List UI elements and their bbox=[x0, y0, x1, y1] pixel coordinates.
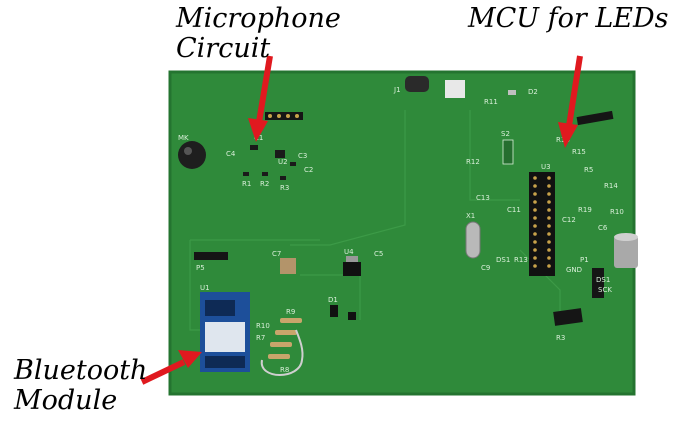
label-x1: X1 bbox=[466, 212, 475, 220]
label-r12: R12 bbox=[466, 158, 480, 166]
label-c6: C6 bbox=[598, 224, 608, 232]
label-p1: P1 bbox=[580, 256, 589, 264]
silkscreen-labels: MK C4 C1 U2 C3 C2 R1 R2 R3 J1 R11 D2 S2 … bbox=[178, 86, 624, 374]
crystal-x1 bbox=[465, 221, 481, 259]
label-j1: J1 bbox=[393, 86, 401, 94]
label-c1: C1 bbox=[254, 134, 263, 142]
bluetooth-module-label: Bluetooth Module bbox=[14, 355, 148, 416]
bluetooth-module bbox=[200, 292, 250, 372]
label-mk: MK bbox=[178, 134, 189, 142]
label-u3: U3 bbox=[541, 163, 551, 171]
label-gnd: GND bbox=[566, 266, 582, 274]
label-sck: SCK bbox=[598, 286, 612, 294]
label-r3-lower: R3 bbox=[556, 334, 565, 342]
label-c7: C7 bbox=[272, 250, 281, 258]
arrow-bluetooth bbox=[140, 350, 202, 385]
label-c3: C3 bbox=[298, 152, 307, 160]
label-r13: R13 bbox=[514, 256, 528, 264]
mic-header bbox=[265, 112, 303, 120]
arrow-microphone bbox=[248, 55, 273, 142]
label-u4: U4 bbox=[344, 248, 354, 256]
microphone-circuit-label: Microphone Circuit bbox=[176, 3, 341, 64]
label-u2: U2 bbox=[278, 158, 288, 166]
label-c2: C2 bbox=[304, 166, 313, 174]
label-r10: R10 bbox=[256, 322, 270, 330]
regulator-u4 bbox=[343, 262, 361, 276]
label-r5: R5 bbox=[584, 166, 593, 174]
label-c13: C13 bbox=[476, 194, 490, 202]
label-d2: D2 bbox=[528, 88, 538, 96]
capacitor-c6 bbox=[614, 233, 638, 268]
mic-smd-parts bbox=[243, 145, 296, 180]
label-r3: R3 bbox=[280, 184, 289, 192]
label-ds1-right: DS1 bbox=[596, 276, 610, 284]
mcu-socket bbox=[529, 172, 555, 276]
label-r7: R7 bbox=[256, 334, 265, 342]
label-s2: S2 bbox=[501, 130, 510, 138]
label-c11: C11 bbox=[507, 206, 521, 214]
label-u1: U1 bbox=[200, 284, 210, 292]
microphone-capsule bbox=[178, 141, 206, 169]
label-r11: R11 bbox=[484, 98, 498, 106]
label-r2: R2 bbox=[260, 180, 269, 188]
label-r15: R15 bbox=[572, 148, 586, 156]
label-c9: C9 bbox=[481, 264, 490, 272]
label-r10-right: R10 bbox=[610, 208, 624, 216]
label-r9: R9 bbox=[286, 308, 295, 316]
label-r14: R14 bbox=[604, 182, 618, 190]
label-ds1: DS1 bbox=[496, 256, 510, 264]
resistor-cluster bbox=[260, 318, 304, 376]
label-r19: R19 bbox=[578, 206, 592, 214]
power-jack bbox=[405, 76, 429, 92]
mcu-header bbox=[576, 110, 614, 126]
connector-j2 bbox=[445, 80, 465, 98]
label-c4: C4 bbox=[226, 150, 236, 158]
mcu-for-leds-label: MCU for LEDs bbox=[468, 3, 669, 34]
label-c5: C5 bbox=[374, 250, 383, 258]
label-c12: C12 bbox=[562, 216, 576, 224]
label-r1: R1 bbox=[242, 180, 251, 188]
label-r8: R8 bbox=[280, 366, 289, 374]
arrow-mcu bbox=[558, 55, 583, 148]
label-d1: D1 bbox=[328, 296, 338, 304]
label-p5: P5 bbox=[196, 264, 205, 272]
capacitor-c7 bbox=[280, 258, 296, 274]
annotation-arrows bbox=[140, 55, 583, 385]
